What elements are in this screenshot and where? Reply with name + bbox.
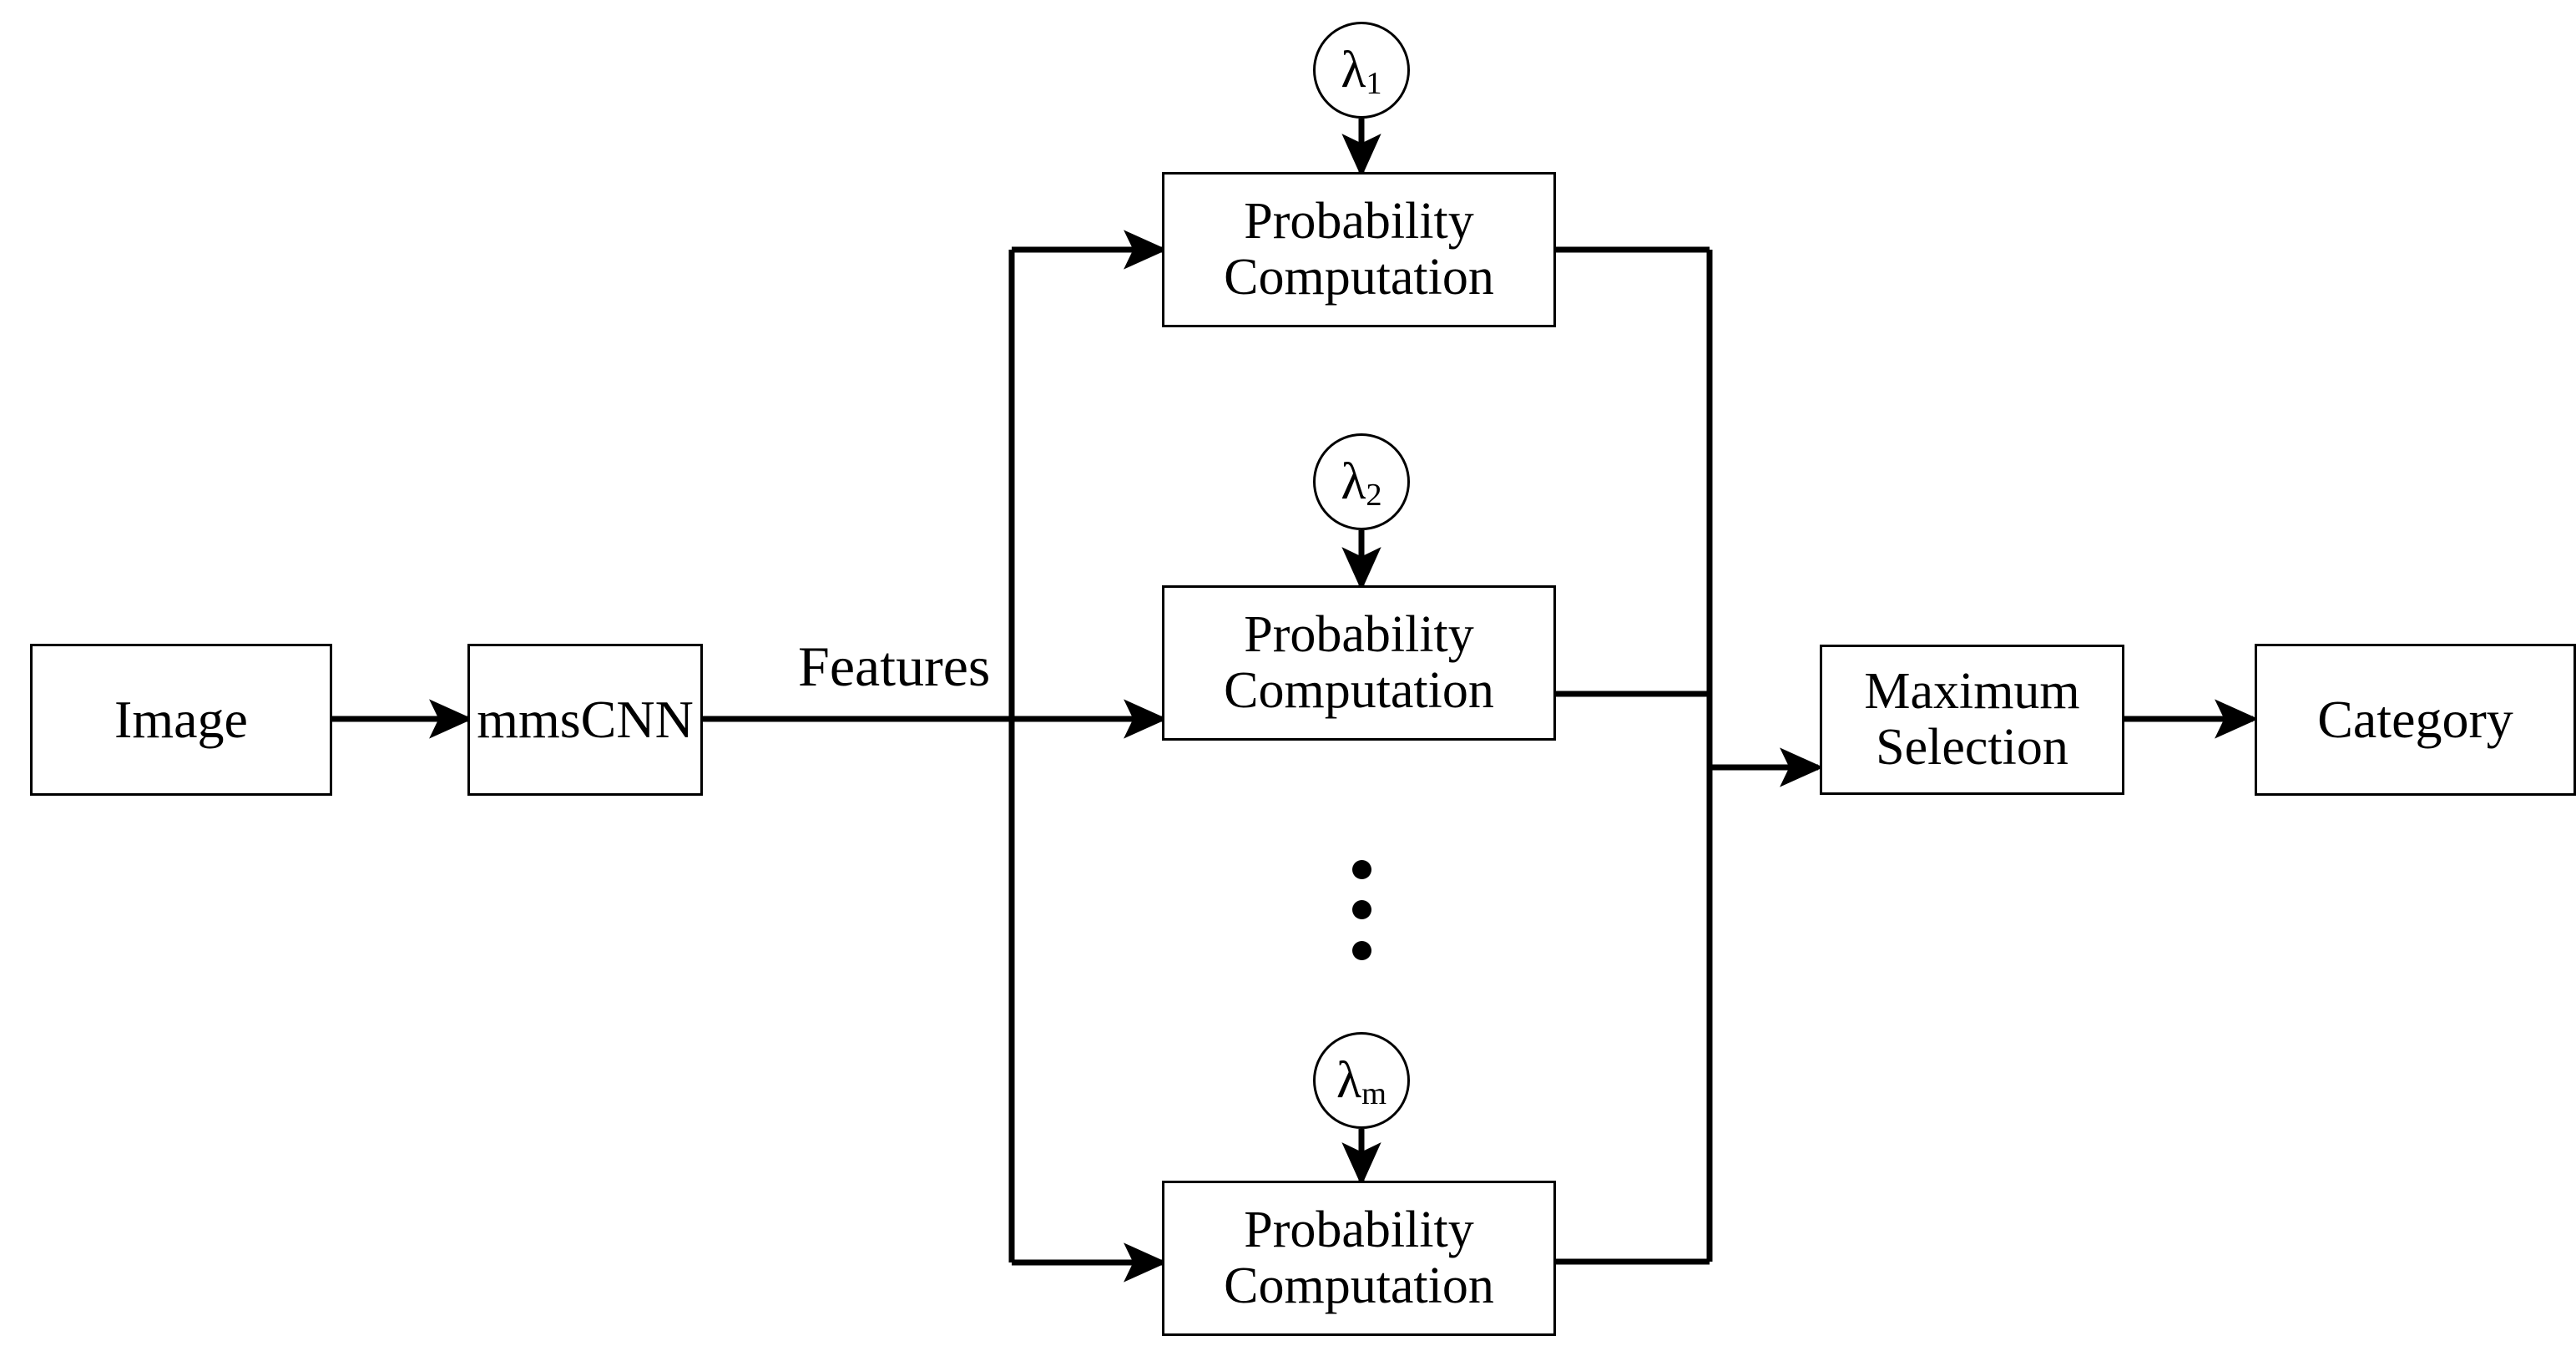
- node-probability-computation-2-label: Probability Computation: [1224, 606, 1494, 719]
- node-probability-computation-1-label: Probability Computation: [1224, 193, 1494, 306]
- parameter-lambda2-label: λ2: [1341, 453, 1381, 512]
- node-probability-computation-3-label: Probability Computation: [1224, 1202, 1494, 1314]
- lambda2-subscript: 2: [1366, 478, 1382, 514]
- lambda2-symbol: λ: [1341, 453, 1366, 510]
- parameter-node-lambda2[interactable]: λ2: [1313, 433, 1410, 530]
- parameter-node-lambdam[interactable]: λm: [1313, 1032, 1410, 1129]
- node-image-label: Image: [114, 690, 248, 750]
- node-category-label: Category: [2317, 690, 2513, 750]
- lambda1-symbol: λ: [1341, 42, 1366, 99]
- parameter-lambdam-label: λm: [1336, 1052, 1386, 1111]
- node-maximum-selection[interactable]: Maximum Selection: [1820, 645, 2124, 795]
- node-probability-computation-3[interactable]: Probability Computation: [1162, 1181, 1556, 1336]
- lambda1-subscript: 1: [1366, 66, 1382, 102]
- node-mmscnn-label: mmsCNN: [477, 690, 694, 750]
- node-image[interactable]: Image: [30, 644, 332, 796]
- parameter-node-lambda1[interactable]: λ1: [1313, 22, 1410, 119]
- node-category[interactable]: Category: [2255, 644, 2576, 796]
- ellipsis-dot: [1352, 941, 1371, 960]
- parameter-lambda1-label: λ1: [1341, 42, 1381, 100]
- lambdam-subscript: m: [1361, 1076, 1386, 1112]
- node-maximum-selection-label: Maximum Selection: [1864, 663, 2080, 776]
- node-probability-computation-1[interactable]: Probability Computation: [1162, 172, 1556, 327]
- edge-label-features: Features: [798, 635, 991, 698]
- lambdam-symbol: λ: [1336, 1052, 1362, 1109]
- node-mmscnn[interactable]: mmsCNN: [467, 644, 703, 796]
- ellipsis-dot: [1352, 900, 1371, 919]
- node-probability-computation-2[interactable]: Probability Computation: [1162, 585, 1556, 741]
- ellipsis-dot: [1352, 860, 1371, 879]
